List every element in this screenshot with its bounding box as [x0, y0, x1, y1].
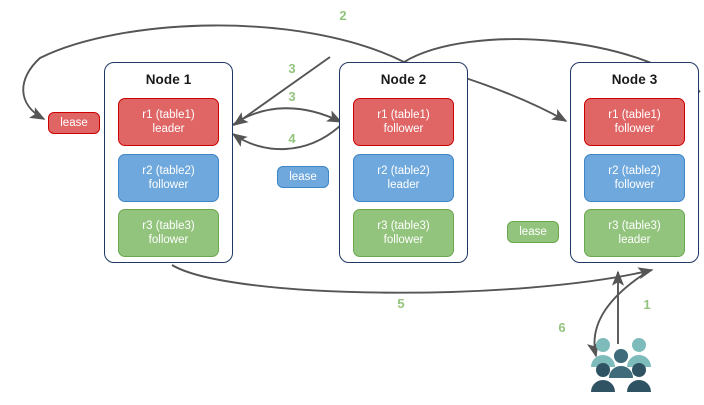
node-2-title: Node 2	[380, 72, 427, 87]
arrow-step-3-lens	[230, 107, 343, 127]
people-front-row	[591, 363, 651, 392]
replica-label-line2: follower	[148, 179, 189, 191]
replica-label-line2: follower	[148, 234, 189, 246]
replica-label-line2: follower	[614, 179, 655, 191]
node-1[interactable]: Node 1 r1 (table1) leader r2 (table2) fo…	[104, 62, 233, 263]
clients-icon	[591, 338, 651, 392]
node-1-replica-r1[interactable]: r1 (table1) leader	[118, 98, 219, 146]
node-3-replica-r3[interactable]: r3 (table3) leader	[584, 209, 685, 257]
step-label-3b: 3	[288, 89, 296, 104]
node-3-title: Node 3	[611, 72, 658, 87]
lease-table2[interactable]: lease	[277, 166, 329, 188]
step-label-4: 4	[288, 131, 296, 146]
replica-label-line1: r2 (table2)	[142, 165, 195, 177]
node-2-replica-r2[interactable]: r2 (table2) leader	[353, 154, 454, 202]
node-3-replica-r1[interactable]: r1 (table1) follower	[584, 98, 685, 146]
node-2-replica-r1[interactable]: r1 (table1) follower	[353, 98, 454, 146]
replica-label-line1: r1 (table1)	[142, 109, 195, 121]
lease-table1[interactable]: lease	[48, 112, 100, 134]
lease-table3[interactable]: lease	[507, 221, 559, 243]
replica-label-line2: follower	[614, 123, 655, 135]
replica-label-line1: r3 (table3)	[142, 220, 195, 232]
node-3-replica-r2[interactable]: r2 (table2) follower	[584, 154, 685, 202]
step-label-3a: 3	[288, 61, 296, 76]
replica-label-line2: follower	[383, 234, 424, 246]
node-1-replica-r3[interactable]: r3 (table3) follower	[118, 209, 219, 257]
replica-label-line2: follower	[383, 123, 424, 135]
replica-label-line2: leader	[387, 179, 420, 191]
arrow-step-5	[171, 264, 654, 294]
replica-label-line2: leader	[152, 123, 185, 135]
step-label-6: 6	[558, 320, 566, 335]
replica-label-line1: r1 (table1)	[608, 109, 661, 121]
step-label-5: 5	[397, 296, 405, 311]
node-1-replica-r2[interactable]: r2 (table2) follower	[118, 154, 219, 202]
node-2[interactable]: Node 2 r1 (table1) follower r2 (table2) …	[339, 62, 468, 263]
step-label-2: 2	[339, 8, 347, 23]
node-3[interactable]: Node 3 r1 (table1) follower r2 (table2) …	[570, 62, 699, 263]
replica-label-line1: r2 (table2)	[608, 165, 661, 177]
step-label-1: 1	[643, 297, 651, 312]
replica-label-line1: r2 (table2)	[377, 165, 430, 177]
replica-label-line2: leader	[618, 234, 651, 246]
arrow-step-3-diagonal	[232, 56, 331, 126]
replica-label-line1: r1 (table1)	[377, 109, 430, 121]
node-1-title: Node 1	[145, 72, 192, 87]
replica-label-line1: r3 (table3)	[377, 220, 430, 232]
replica-label-line1: r3 (table3)	[608, 220, 661, 232]
node-2-replica-r3[interactable]: r3 (table3) follower	[353, 209, 454, 257]
